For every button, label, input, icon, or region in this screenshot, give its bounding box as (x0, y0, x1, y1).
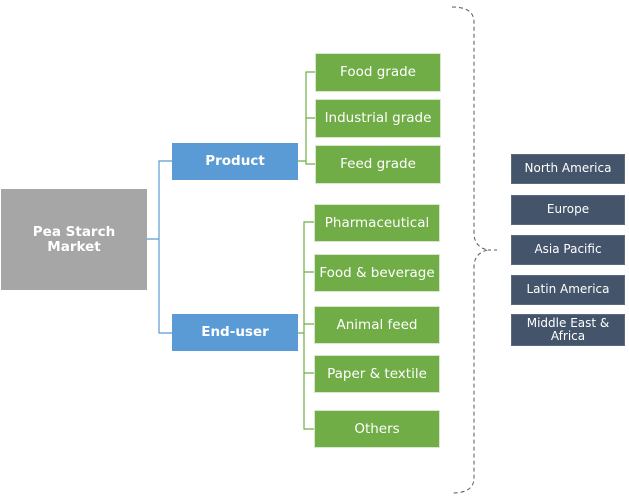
leaf-animal-feed: Animal feed (314, 306, 440, 344)
region-north-america: North America (511, 154, 625, 184)
connector-enduser-items (298, 221, 314, 430)
leaf-others: Others (314, 410, 440, 448)
leaf-paper-textile: Paper & textile (314, 355, 440, 393)
leaf-food-grade: Food grade (315, 53, 441, 92)
category-end-user: End-user (172, 314, 298, 351)
region-latin-america: Latin America (511, 275, 625, 305)
connector-product-items (298, 71, 315, 165)
region-middle-east-africa: Middle East & Africa (511, 314, 625, 346)
leaf-industrial-grade: Industrial grade (315, 99, 441, 138)
root-node: Pea Starch Market (1, 189, 147, 290)
leaf-pharmaceutical: Pharmaceutical (314, 204, 440, 242)
region-brace (451, 6, 489, 494)
category-product: Product (172, 143, 298, 180)
leaf-feed-grade: Feed grade (315, 145, 441, 184)
leaf-food-beverage: Food & beverage (314, 254, 440, 292)
connector-root-categories (147, 160, 172, 334)
region-europe: Europe (511, 195, 625, 225)
region-asia-pacific: Asia Pacific (511, 235, 625, 265)
